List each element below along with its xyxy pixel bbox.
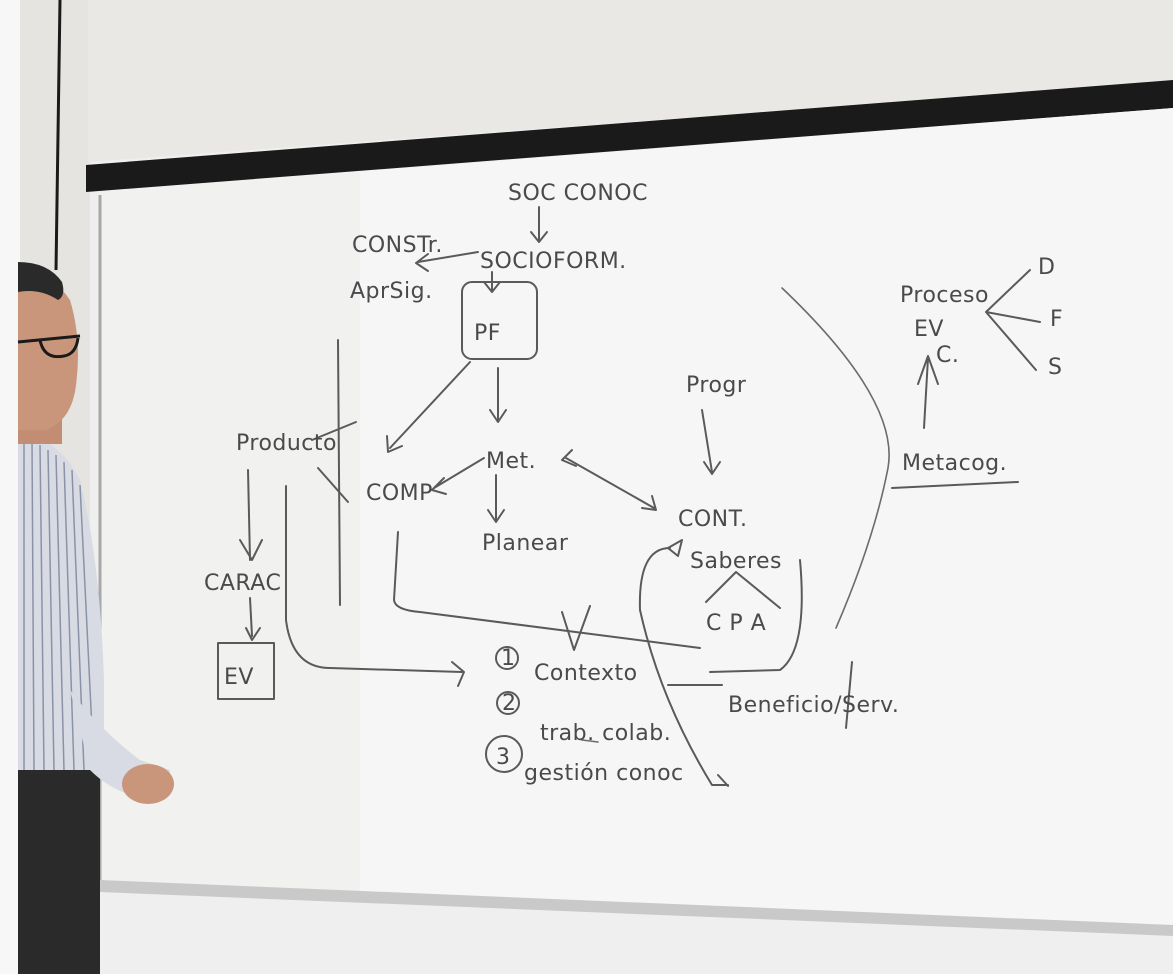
label-soc-conoc: SOC CONOC (508, 181, 648, 206)
label-cpa: C P A (706, 611, 766, 636)
presenter-shirt (18, 430, 104, 770)
label-proceso: Proceso (900, 283, 989, 308)
presenter-glasses (17, 334, 81, 359)
arrow-soc-down (530, 206, 548, 243)
label-cont: CONT. (678, 507, 747, 532)
label-ev-right: EV (914, 317, 944, 342)
label-f: F (1050, 307, 1063, 332)
trab-underline (581, 739, 599, 743)
arrow-met-to-planear (487, 474, 505, 523)
label-comp: COMP (366, 481, 433, 506)
arrow-met-cont (561, 449, 657, 511)
arrow-pf-to-comp (386, 361, 471, 453)
arrow-metacog-up (917, 355, 939, 429)
label-c-right: C. (936, 343, 959, 368)
label-socioform: SOCIOFORM. (480, 249, 627, 274)
v-marker (561, 605, 591, 651)
label-producto: Producto (236, 431, 337, 456)
arrow-producto-carac (239, 469, 263, 561)
label-ev-box: EV (224, 665, 254, 690)
label-aprsig: AprSig. (350, 279, 433, 304)
underline-metacog (891, 481, 1019, 489)
whiteboard-surface (100, 108, 1173, 928)
big-right-arc (781, 287, 890, 629)
wall-cable (54, 0, 62, 271)
arrowhead-saberes (667, 539, 683, 557)
label-num-3: 3 (496, 745, 511, 770)
circle-num-3 (485, 735, 523, 773)
beneficio-divider (845, 661, 853, 729)
cross-stroke (311, 421, 357, 503)
label-metacog: Metacog. (902, 451, 1007, 476)
label-d: D (1038, 255, 1055, 280)
arrow-met-to-comp (431, 457, 485, 495)
label-gestion: gestión conoc (524, 761, 684, 786)
label-s: S (1048, 355, 1062, 380)
label-constr: CONSTr. (352, 233, 443, 258)
label-progr: Progr (686, 373, 747, 398)
presenter-hand (122, 764, 174, 804)
loop-saberes (638, 547, 729, 787)
label-contexto: Contexto (534, 661, 638, 686)
upper-wall (88, 0, 1173, 162)
circle-num-2 (496, 691, 520, 715)
curve-to-contexto (285, 485, 465, 687)
whiteboard-top-rail (86, 80, 1173, 192)
label-saberes: Saberes (690, 549, 782, 574)
arrow-carac-ev (245, 597, 261, 641)
label-trab-colab: trab. colab. (540, 721, 671, 746)
arrow-pf-to-met (489, 367, 507, 423)
presenter-hair (18, 262, 64, 300)
presenter (17, 262, 174, 974)
curve-right-saberes (709, 559, 803, 673)
label-pf: PF (474, 321, 501, 346)
arrow-to-constr (415, 251, 479, 272)
whiteboard-tray (100, 880, 1173, 936)
pf-box (461, 281, 538, 360)
left-margin (0, 0, 20, 974)
saberes-branch (705, 571, 781, 609)
label-num-1: 1 (501, 646, 516, 671)
label-beneficio: Beneficio/Serv. (728, 693, 899, 718)
label-planear: Planear (482, 531, 569, 556)
label-num-2: 2 (502, 691, 517, 716)
label-carac: CARAC (204, 571, 281, 596)
circle-num-1 (495, 646, 519, 670)
vertical-divider (337, 339, 341, 606)
label-met: Met. (486, 449, 536, 474)
shirt-stripes (23, 439, 95, 771)
line-comp-contexto (393, 531, 701, 649)
ev-box (217, 642, 275, 700)
presenter-pants (18, 765, 100, 974)
whiteboard-shade (100, 172, 360, 895)
arrow-progr-down (701, 409, 721, 475)
proceso-branches (985, 269, 1041, 371)
